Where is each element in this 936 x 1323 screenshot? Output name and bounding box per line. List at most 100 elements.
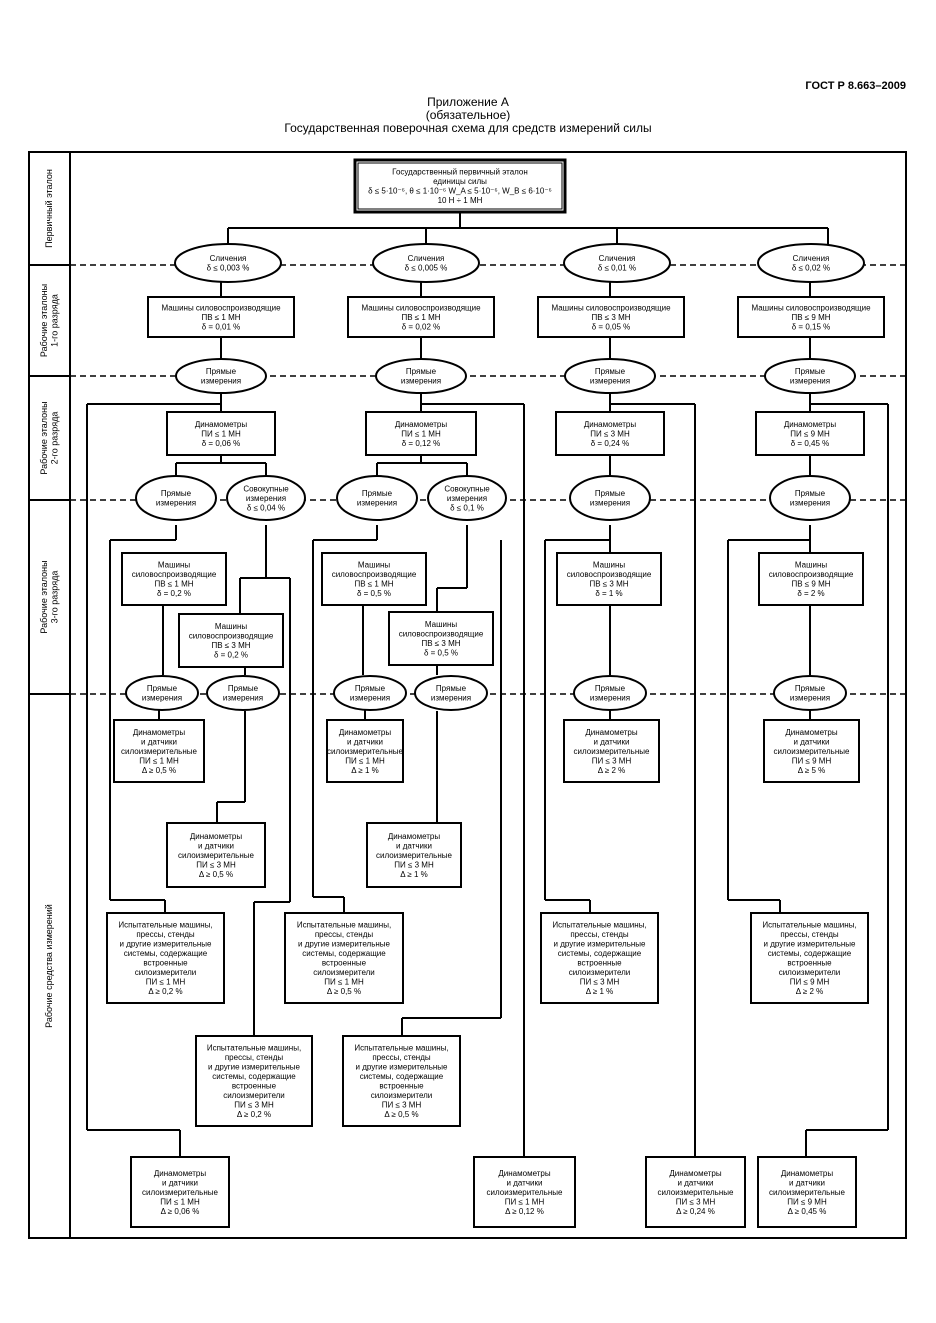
appendix-label: Приложение А [427,95,509,109]
row-label-1: Первичный эталон [44,169,54,248]
svg-text:Первичный эталон: Первичный эталон [44,169,54,248]
svg-text:Рабочие эталоны3-го разряда: Рабочие эталоны3-го разряда [39,560,60,633]
row-label-5: Рабочие средства измерений [44,904,54,1028]
scheme-title: Государственная поверочная схема для сре… [284,121,652,135]
document-code: ГОСТ Р 8.663–2009 [805,80,906,92]
svg-text:Рабочие эталоны1-го разряда: Рабочие эталоны1-го разряда [39,284,60,357]
row-label-3: Рабочие эталоны2-го разряда [39,401,60,474]
svg-text:Рабочие эталоны2-го разряда: Рабочие эталоны2-го разряда [39,401,60,474]
svg-text:Государственный первичный этал: Государственный первичный эталонединицы … [368,168,552,206]
svg-text:Рабочие средства измерений: Рабочие средства измерений [44,904,54,1028]
